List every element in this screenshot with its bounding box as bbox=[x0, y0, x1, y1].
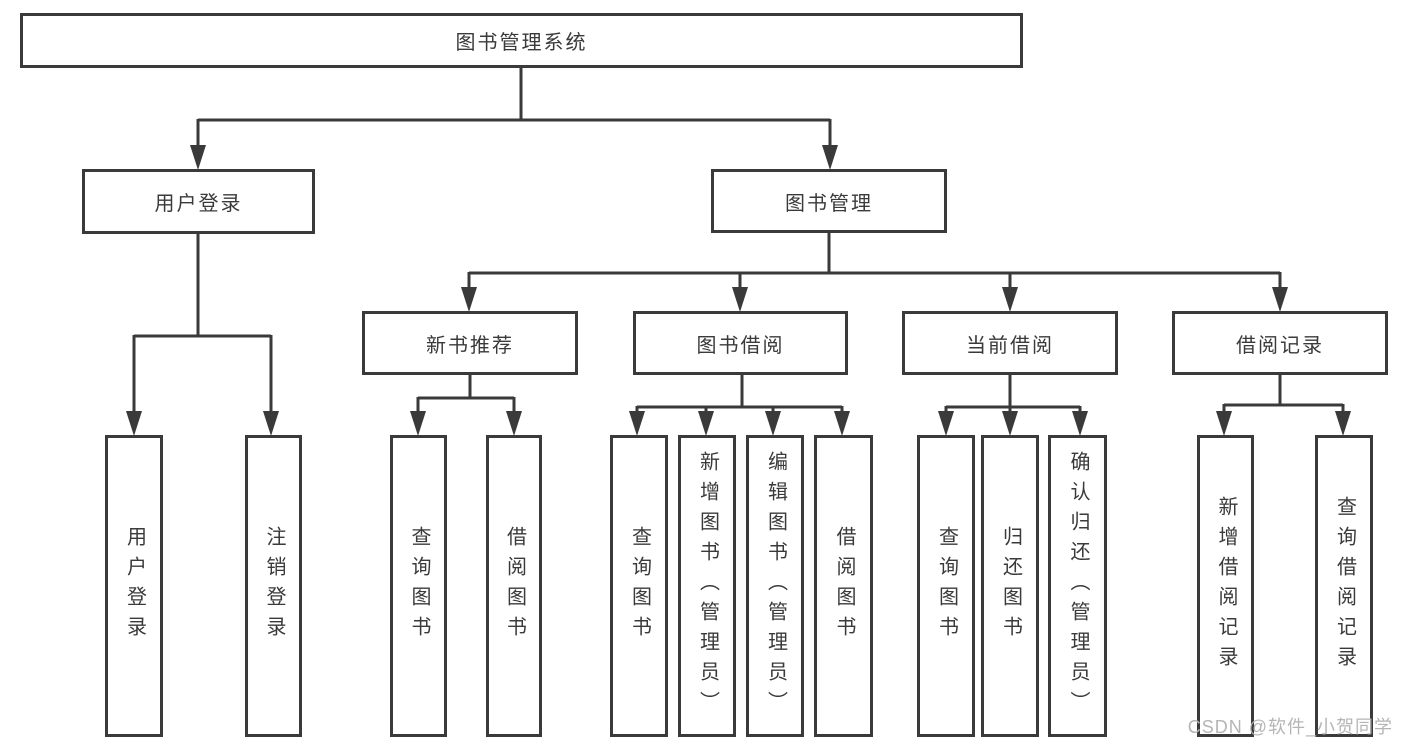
leaf-confirm-return-admin-label: 确认归还（管理员） bbox=[1067, 451, 1089, 721]
arrowheads bbox=[126, 145, 1351, 436]
node-book-management: 图书管理 bbox=[711, 169, 947, 233]
node-current-borrow-label: 当前借阅 bbox=[966, 334, 1054, 357]
node-user-login-label: 用户登录 bbox=[154, 193, 243, 215]
leaf-query-borrow-record: 查询借阅记录 bbox=[1315, 435, 1373, 737]
node-new-book-recommend-label: 新书推荐 bbox=[426, 334, 514, 357]
node-current-borrow: 当前借阅 bbox=[902, 311, 1118, 375]
leaf-newbook-borrow-books: 借阅图书 bbox=[486, 435, 542, 737]
leaf-current-query-books-label: 查询图书 bbox=[935, 526, 958, 646]
leaf-borrow-books: 借阅图书 bbox=[814, 435, 873, 737]
node-book-management-label: 图书管理 bbox=[785, 192, 873, 215]
leaf-logout: 注销登录 bbox=[245, 435, 302, 737]
leaf-logout-label: 注销登录 bbox=[263, 526, 285, 646]
leaf-confirm-return-admin: 确认归还（管理员） bbox=[1048, 435, 1107, 737]
node-root: 图书管理系统 bbox=[20, 13, 1023, 68]
leaf-borrow-query-books-label: 查询图书 bbox=[628, 526, 651, 646]
leaf-edit-books-admin: 编辑图书（管理员） bbox=[746, 435, 804, 737]
leaf-query-borrow-record-label: 查询借阅记录 bbox=[1333, 496, 1356, 676]
leaf-edit-books-admin-label: 编辑图书（管理员） bbox=[764, 451, 787, 721]
leaf-newbook-query-books: 查询图书 bbox=[390, 435, 447, 737]
node-book-borrow: 图书借阅 bbox=[633, 311, 848, 375]
node-borrow-records-label: 借阅记录 bbox=[1236, 334, 1324, 357]
leaf-borrow-books-label: 借阅图书 bbox=[833, 526, 855, 646]
node-book-borrow-label: 图书借阅 bbox=[696, 334, 785, 357]
node-new-book-recommend: 新书推荐 bbox=[362, 311, 578, 375]
leaf-user-login: 用户登录 bbox=[105, 435, 163, 737]
node-borrow-records: 借阅记录 bbox=[1172, 311, 1388, 375]
leaf-add-borrow-record: 新增借阅记录 bbox=[1197, 435, 1254, 737]
leaf-add-books-admin-label: 新增图书（管理员） bbox=[696, 451, 719, 721]
node-root-label: 图书管理系统 bbox=[455, 32, 588, 54]
leaf-borrow-query-books: 查询图书 bbox=[610, 435, 668, 737]
leaf-return-books: 归还图书 bbox=[981, 435, 1039, 737]
leaf-current-query-books: 查询图书 bbox=[917, 435, 975, 737]
leaf-return-books-label: 归还图书 bbox=[999, 526, 1022, 646]
leaf-add-books-admin: 新增图书（管理员） bbox=[678, 435, 736, 737]
leaf-user-login-label: 用户登录 bbox=[123, 526, 146, 646]
leaf-newbook-borrow-books-label: 借阅图书 bbox=[503, 526, 526, 646]
node-user-login: 用户登录 bbox=[82, 169, 315, 234]
leaf-add-borrow-record-label: 新增借阅记录 bbox=[1215, 496, 1237, 676]
watermark: CSDN @软件_小贺同学 bbox=[1187, 717, 1393, 737]
connector-segments bbox=[132, 66, 1345, 414]
leaf-newbook-query-books-label: 查询图书 bbox=[408, 526, 430, 646]
